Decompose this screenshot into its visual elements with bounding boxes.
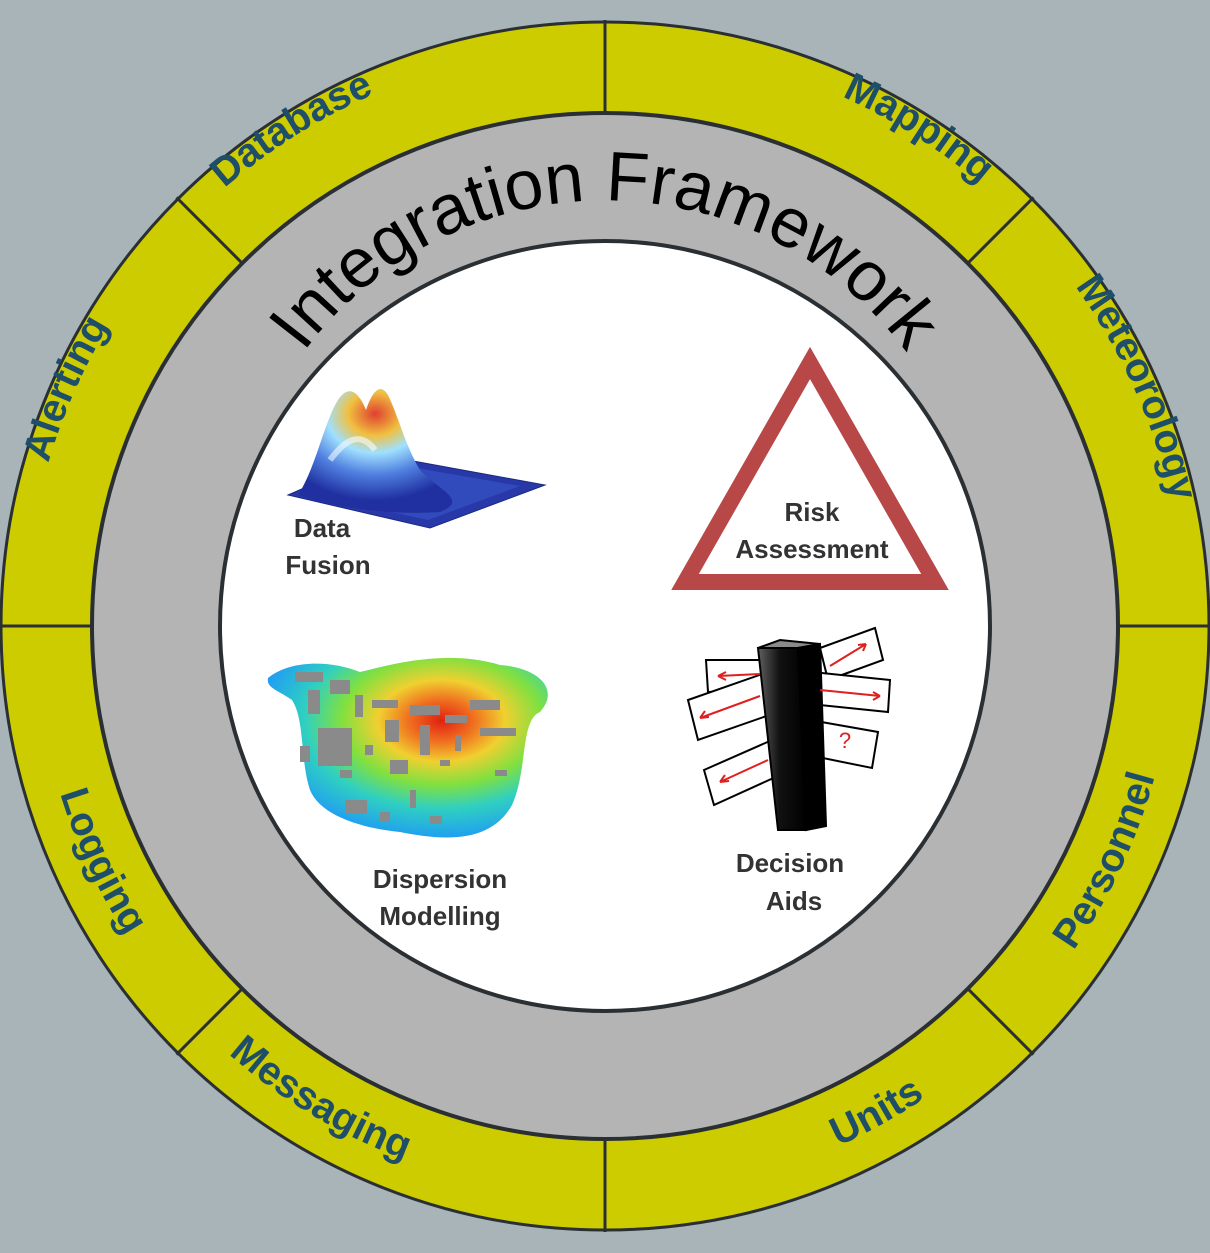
decision-aids-module[interactable]: ? Decision Aids <box>686 626 892 916</box>
dispersion-map-icon <box>267 657 548 838</box>
sign-question-mark: ? <box>839 728 851 753</box>
inner-circle <box>218 239 992 1013</box>
dispersion-modelling-label-line2: Modelling <box>379 901 500 931</box>
sign-arrows <box>699 643 881 783</box>
surface-plot-icon <box>286 389 547 529</box>
segment-divider <box>966 196 1035 265</box>
warning-triangle-icon <box>671 346 949 590</box>
dispersion-modelling-label-line1: Dispersion <box>373 864 507 894</box>
segment-divider <box>966 987 1035 1056</box>
segment-divider <box>175 987 244 1056</box>
data-fusion-module[interactable]: Data Fusion <box>285 389 547 580</box>
dispersion-modelling-module[interactable]: Dispersion Modelling <box>267 657 548 931</box>
decision-aids-label-line1: Decision <box>736 848 844 878</box>
data-fusion-label-line1: Data <box>294 513 351 543</box>
segment-divider <box>175 196 244 265</box>
data-fusion-label-line2: Fusion <box>285 550 370 580</box>
signpost-icon <box>686 626 892 832</box>
risk-assessment-module[interactable]: Risk Assessment <box>671 346 949 590</box>
risk-assessment-label-line2: Assessment <box>735 534 889 564</box>
risk-assessment-label-line1: Risk <box>785 497 840 527</box>
decision-aids-label-line2: Aids <box>766 886 822 916</box>
